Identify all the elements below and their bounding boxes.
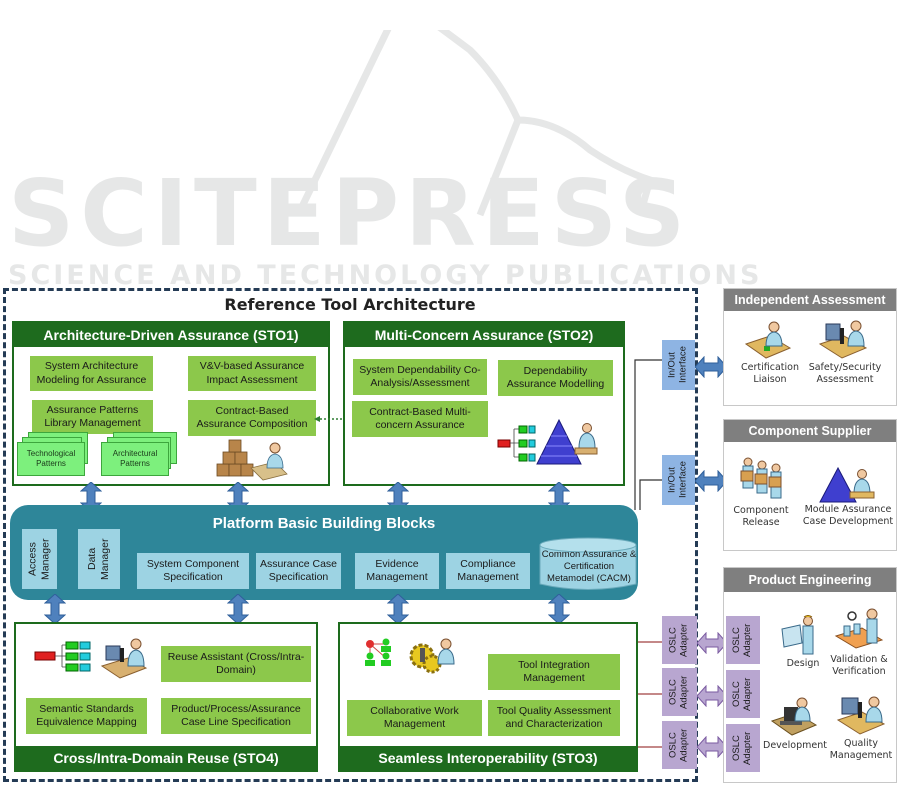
- data-manager-block: Data Manager: [78, 529, 120, 589]
- quality-management-worker-icon: [836, 696, 886, 735]
- bidirectional-arrow-icon: [548, 482, 570, 512]
- watermark-logo-icon: [294, 30, 655, 217]
- platform-block: System Component Specification: [137, 553, 249, 589]
- sto1-title: Architecture-Driven Assurance (STO1): [14, 323, 328, 347]
- platform-block: Compliance Management: [446, 553, 530, 589]
- horizontal-bidirectional-arrow-icon: [695, 356, 727, 378]
- sto2-box: System Dependability Co-Analysis/Assessm…: [353, 359, 487, 395]
- sto4-box: Product/Process/Assurance Case Line Spec…: [161, 698, 311, 734]
- bidirectional-arrow-icon: [227, 482, 249, 512]
- sto2-box: Dependability Assurance Modelling: [498, 360, 613, 396]
- bidirectional-arrow-icon: [548, 594, 570, 624]
- tree-diagram-icon: [497, 425, 536, 462]
- design-worker-icon: [781, 615, 814, 655]
- platform-block: Assurance Case Specification: [256, 553, 341, 589]
- role-label: Module Assurance Case Development: [802, 504, 894, 528]
- inout-interface: In/Out Interface: [662, 340, 695, 390]
- microscope-worker-icon: [100, 638, 148, 679]
- oslc-adapter-engineering: OSLC Adapter: [726, 724, 760, 772]
- independent-assessment-title: Independent Assessment: [724, 289, 896, 311]
- platform-block: Evidence Management: [355, 553, 439, 589]
- sto3-box: Collaborative Work Management: [347, 700, 482, 736]
- connector-lines: [634, 359, 663, 510]
- access-manager-block: Access Manager: [22, 529, 57, 589]
- sto4-title: Cross/Intra-Domain Reuse (STO4): [16, 746, 316, 770]
- product-engineering-title: Product Engineering: [724, 568, 896, 592]
- sto3-title: Seamless Interoperability (STO3): [340, 746, 636, 770]
- security-assessment-worker-icon: [818, 320, 868, 359]
- oslc-connector-lines: [638, 641, 664, 748]
- bidirectional-arrow-icon: [227, 594, 249, 624]
- sto4-box: Semantic Standards Equivalence Mapping: [26, 698, 147, 734]
- metamodel-label: Common Assurance & Certification Metamod…: [541, 549, 637, 584]
- bidirectional-arrow-icon: [44, 594, 66, 624]
- sto3-box: Tool Quality Assessment and Characteriza…: [488, 700, 620, 736]
- validation-verification-worker-icon: [834, 608, 884, 649]
- watermark-subtext: SCIENCE AND TECHNOLOGY PUBLICATIONS: [8, 260, 763, 291]
- architectural-patterns: Architectural Patterns: [101, 442, 169, 476]
- tree-diagram-icon: [34, 641, 91, 672]
- sto3-box: Tool Integration Management: [488, 654, 620, 690]
- platform-title: Platform Basic Building Blocks: [212, 515, 436, 532]
- development-workstation-icon: [770, 697, 818, 736]
- sto1-box: V&V-based Assurance Impact Assessment: [188, 356, 316, 391]
- sto4-box: Reuse Assistant (Cross/Intra-Domain): [161, 646, 311, 682]
- horizontal-bidirectional-arrow-icon: [695, 470, 727, 492]
- oslc-adapter-engineering: OSLC Adapter: [726, 670, 760, 718]
- bidirectional-arrow-icon: [80, 482, 102, 512]
- technological-patterns: Technological Patterns: [17, 442, 85, 476]
- bidirectional-arrow-icon: [387, 594, 409, 624]
- metamodel-database-icon: [539, 537, 637, 590]
- oslc-bidirectional-arrow-icon: [697, 736, 727, 758]
- oslc-adapter-tool: OSLC Adapter: [662, 616, 697, 664]
- role-label: Component Release: [733, 505, 789, 529]
- collaboration-network-icon: [365, 638, 391, 666]
- oslc-adapter-engineering: OSLC Adapter: [726, 616, 760, 664]
- sto2-box: Contract-Based Multi-concern Assurance: [352, 401, 488, 437]
- sto1-box: System Architecture Modeling for Assuran…: [30, 356, 153, 391]
- gears-worker-icon: [409, 638, 455, 674]
- boxes-worker-icon: [216, 439, 288, 481]
- component-supplier-title: Component Supplier: [724, 420, 896, 442]
- oslc-adapter-tool: OSLC Adapter: [662, 721, 697, 769]
- oslc-adapter-tool: OSLC Adapter: [662, 668, 697, 716]
- role-label: Safety/Security Assessment: [808, 362, 882, 386]
- role-label: Development: [763, 740, 827, 751]
- role-label: Design: [786, 658, 820, 669]
- pyramid-worker-icon: [536, 418, 598, 465]
- certification-desk-worker-icon: [744, 321, 792, 359]
- oslc-bidirectional-arrow-icon: [697, 685, 727, 707]
- role-label: Certification Liaison: [741, 362, 799, 386]
- component-release-workers-icon: [740, 457, 782, 499]
- oslc-bidirectional-arrow-icon: [697, 632, 727, 654]
- module-assurance-pyramid-icon: [819, 466, 875, 503]
- reference-architecture-container: [3, 288, 698, 782]
- sto1-box: Contract-Based Assurance Composition: [188, 400, 316, 436]
- role-label: Validation & Verification: [830, 654, 888, 678]
- watermark-text: SCITEPRESS: [8, 160, 692, 267]
- sto2-title: Multi-Concern Assurance (STO2): [345, 323, 623, 347]
- diagram-title: Reference Tool Architecture: [224, 295, 476, 314]
- inout-interface: In/Out Interface: [662, 455, 695, 505]
- role-label: Quality Management: [829, 738, 893, 762]
- bidirectional-arrow-icon: [387, 482, 409, 512]
- sto1-box: Assurance Patterns Library Management: [32, 400, 153, 434]
